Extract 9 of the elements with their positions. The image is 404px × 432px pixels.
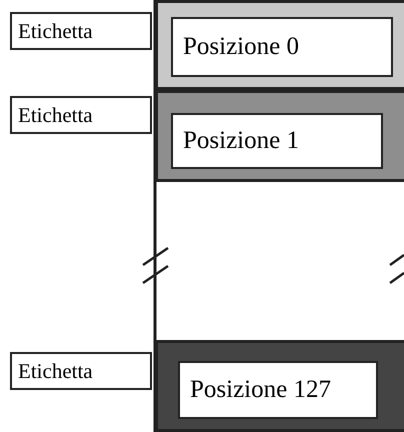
position-box: Posizione 0 bbox=[171, 17, 393, 77]
memory-cell bbox=[155, 340, 404, 432]
position-box: Posizione 127 bbox=[178, 361, 378, 419]
position-box: Posizione 1 bbox=[171, 113, 383, 169]
label-box: Etichetta bbox=[10, 352, 152, 390]
label-box: Etichetta bbox=[10, 12, 152, 50]
memory-cell bbox=[155, 0, 404, 90]
label-box: Etichetta bbox=[10, 96, 152, 134]
memory-cell bbox=[155, 90, 404, 182]
